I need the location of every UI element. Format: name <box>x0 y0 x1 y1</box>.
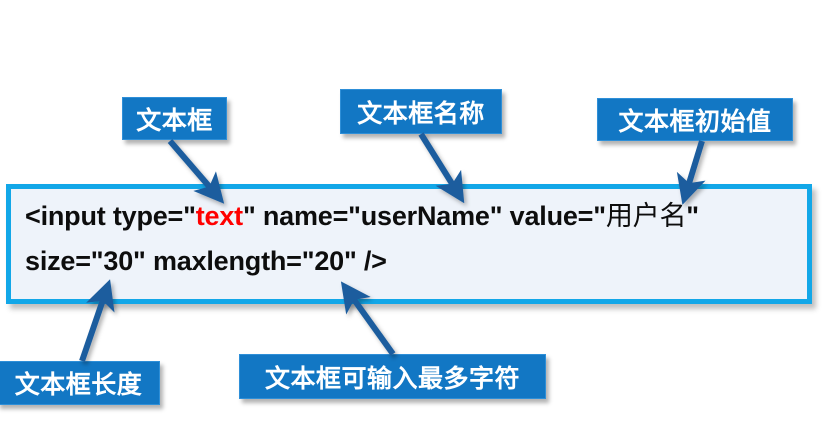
callout-textbox-name: 文本框名称 <box>340 89 502 134</box>
code-lines: <input type="text" name="userName" value… <box>25 194 803 284</box>
callout-textbox: 文本框 <box>122 97 227 140</box>
code-type-text-value: text <box>195 201 243 231</box>
callout-textbox-initial-value-label: 文本框初始值 <box>618 106 772 136</box>
callout-textbox-length: 文本框长度 <box>0 361 160 405</box>
code-value-closing-quote: " <box>686 201 699 231</box>
arrow-textbox-initial-value <box>676 140 706 205</box>
code-name-attr: " name="userName" value=" <box>242 201 606 231</box>
callout-textbox-initial-value: 文本框初始值 <box>597 98 793 141</box>
code-line-2: size="30" maxlength="20" /> <box>25 239 803 284</box>
arrow-textbox-name <box>418 132 465 204</box>
callout-textbox-label: 文本框 <box>136 105 213 135</box>
arrow-textbox-length <box>79 279 115 362</box>
callout-textbox-maxchars: 文本框可输入最多字符 <box>239 354 546 399</box>
callout-textbox-maxchars-label: 文本框可输入最多字符 <box>264 363 520 393</box>
code-size-attr: size="30" maxlength="20" /> <box>25 246 387 276</box>
code-snippet-box: <input type="text" name="userName" value… <box>6 184 812 304</box>
code-line-1: <input type="text" name="userName" value… <box>25 194 803 239</box>
code-value-attr: 用户名 <box>605 201 687 232</box>
callout-textbox-name-label: 文本框名称 <box>357 98 485 128</box>
code-input-tag: <input type=" <box>25 201 196 231</box>
callout-textbox-length-label: 文本框长度 <box>14 370 143 399</box>
